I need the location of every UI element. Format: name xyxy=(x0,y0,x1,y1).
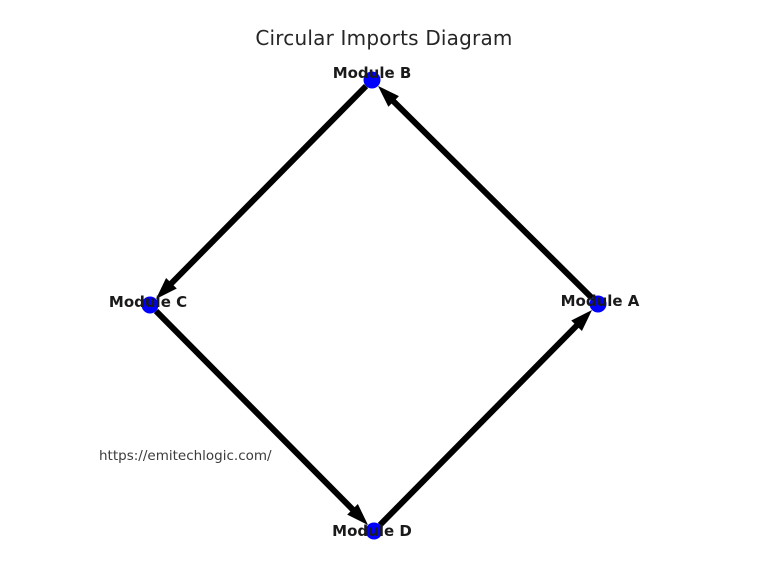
arrowhead-c-to-d xyxy=(347,504,369,525)
arrowhead-a-to-b xyxy=(378,85,399,107)
node-label-c: Module C xyxy=(108,293,188,311)
graph-node-d[interactable] xyxy=(365,522,383,540)
node-label-d: Module D xyxy=(332,522,412,540)
graph-edge-c-to-d xyxy=(153,308,357,514)
node-label-a: Module A xyxy=(560,292,640,310)
watermark-url: https://emitechlogic.com/ xyxy=(99,448,272,464)
arrowhead-b-to-c xyxy=(155,278,177,299)
graph-edge-b-to-c xyxy=(167,83,369,288)
arrowhead-d-to-a xyxy=(571,310,593,331)
graph-node-c[interactable] xyxy=(141,296,159,314)
graph-edge-d-to-a xyxy=(377,321,581,528)
graph-edge-a-to-b xyxy=(389,97,595,301)
node-label-b: Module B xyxy=(332,64,412,82)
graph-node-b[interactable] xyxy=(363,71,381,89)
graph-node-a[interactable] xyxy=(589,295,607,313)
page-title: Circular Imports Diagram xyxy=(255,26,513,50)
